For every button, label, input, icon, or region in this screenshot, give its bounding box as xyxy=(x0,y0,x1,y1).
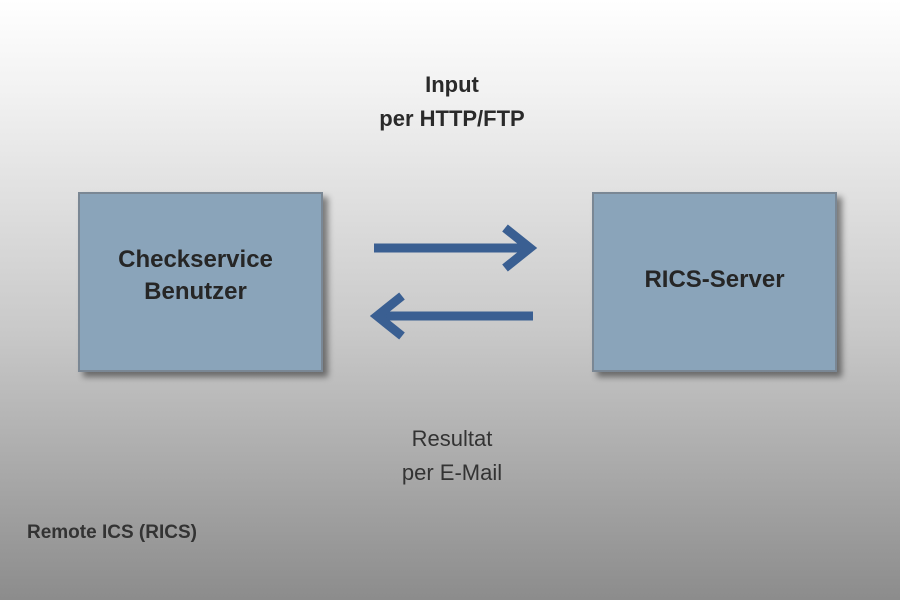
user-box-line2: Benutzer xyxy=(144,278,247,305)
input-label-line1: Input xyxy=(425,72,479,97)
diagram-caption: Remote ICS (RICS) xyxy=(27,522,197,543)
checkservice-user-box: Checkservice Benutzer xyxy=(78,192,323,372)
result-label: Resultat per E-Mail xyxy=(302,422,602,490)
rics-server-box: RICS-Server xyxy=(592,192,837,372)
input-label: Input per HTTP/FTP xyxy=(302,68,602,136)
arrows-connector xyxy=(370,224,538,340)
input-label-line2: per HTTP/FTP xyxy=(379,106,525,131)
result-label-line2: per E-Mail xyxy=(401,460,503,485)
server-box-label: RICS-Server xyxy=(644,266,785,293)
arrow-right-to-server xyxy=(374,224,538,272)
arrow-left-to-user xyxy=(370,292,533,340)
user-box-line1: Checkservice xyxy=(118,246,273,273)
result-label-line1: Resultat xyxy=(411,426,493,451)
